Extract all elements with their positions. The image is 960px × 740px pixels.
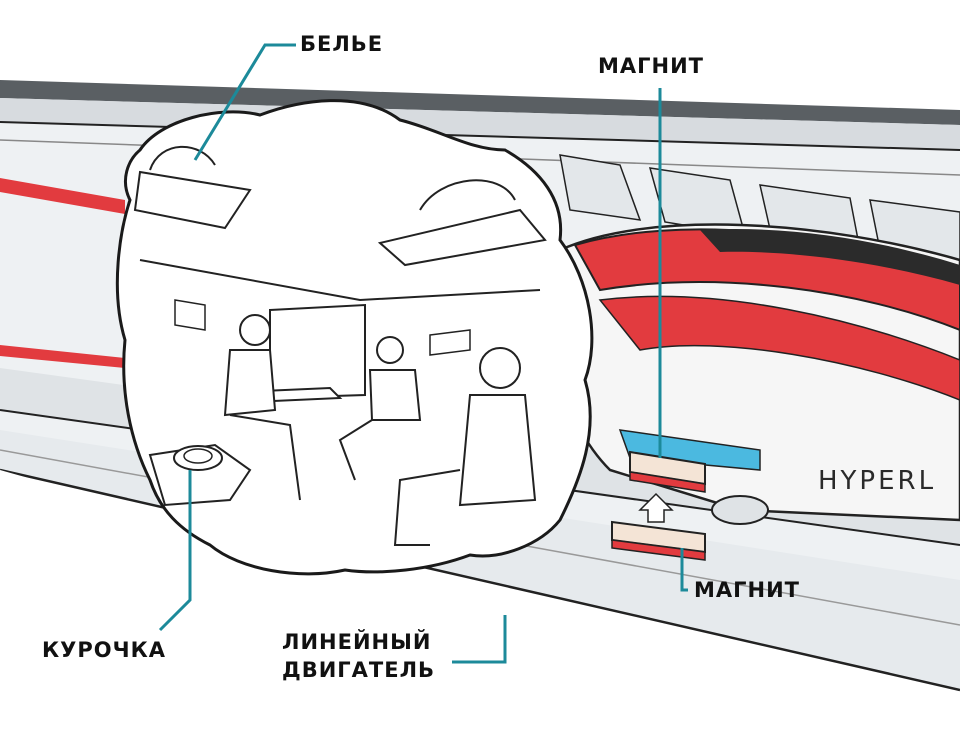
leader-motor bbox=[452, 615, 507, 664]
magnet-upper bbox=[629, 450, 706, 493]
leader-magnet-bottom bbox=[680, 548, 688, 592]
label-chicken: КУРОЧКА bbox=[42, 638, 166, 662]
label-linear-motor-line1: ЛИНЕЙНЫЙ bbox=[282, 630, 432, 654]
label-magnet-top: МАГНИТ bbox=[598, 54, 705, 78]
leader-linen bbox=[193, 43, 296, 161]
label-linear-motor-line2: ДВИГАТЕЛЬ bbox=[282, 658, 436, 682]
cabin-bubble bbox=[115, 99, 594, 576]
leader-chicken bbox=[158, 470, 192, 632]
pod bbox=[551, 223, 960, 525]
up-arrow-icon bbox=[638, 492, 674, 523]
label-linen: БЕЛЬЕ bbox=[300, 32, 384, 56]
pod-brand-text: HYPERL bbox=[818, 466, 937, 496]
label-linear-motor: ЛИНЕЙНЫЙ ДВИГАТЕЛЬ bbox=[282, 628, 435, 684]
label-magnet-bottom: МАГНИТ bbox=[694, 578, 801, 602]
leader-lines bbox=[158, 43, 688, 664]
